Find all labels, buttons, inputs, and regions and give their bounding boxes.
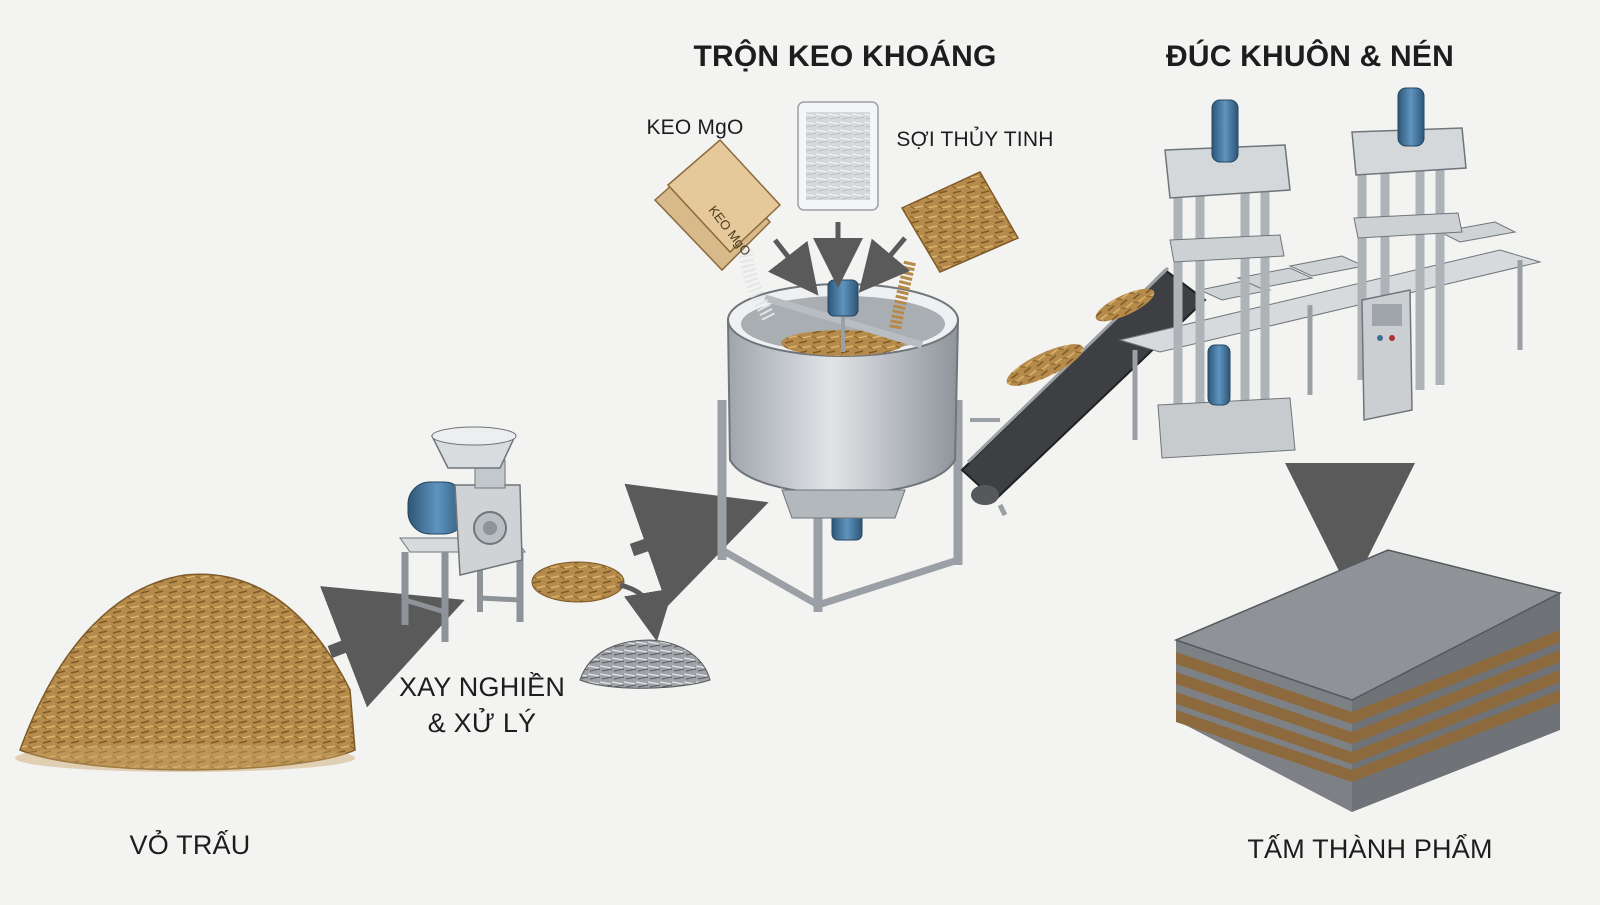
inclined-conveyor — [960, 266, 1207, 517]
rice-husk-bag — [900, 171, 1020, 273]
mixer-tank — [717, 279, 963, 612]
ingredient-label-glass-fiber: SỢI THỦY TINH — [896, 128, 1054, 151]
control-panel — [1361, 289, 1413, 421]
step-label-press: ĐÚC KHUÔN & NÉN — [1166, 40, 1454, 73]
hydraulic-press-1 — [1157, 99, 1296, 459]
step-label-product: TẤM THÀNH PHẨM — [1247, 834, 1493, 864]
mgo-bag — [653, 138, 782, 272]
step-label-mix: TRỘN KEO KHOÁNG — [693, 40, 997, 73]
ground-husk-heap — [531, 561, 625, 603]
finished-panel-stack — [1173, 549, 1563, 812]
glass-fiber-bag — [797, 101, 879, 211]
ingredient-arrows — [767, 222, 911, 296]
press-line — [1118, 221, 1542, 440]
step-label-grind-line1: XAY NGHIỀN — [398, 672, 566, 702]
flow-arrow-to-grinder — [320, 586, 465, 708]
hydraulic-press-2 — [1351, 87, 1467, 395]
grinder-machine — [399, 426, 526, 642]
step-label-grind-line2: & XỬ LÝ — [427, 708, 537, 738]
ingredient-label-mgo: KEO MgO — [646, 116, 744, 139]
step-label-husk: VỎ TRẤU — [129, 830, 251, 860]
curved-arrow-to-fiber — [619, 582, 674, 642]
treated-fiber-heap — [579, 639, 711, 689]
flow-arrow-to-mixer — [624, 483, 769, 607]
rice-husk-pile — [15, 573, 356, 772]
